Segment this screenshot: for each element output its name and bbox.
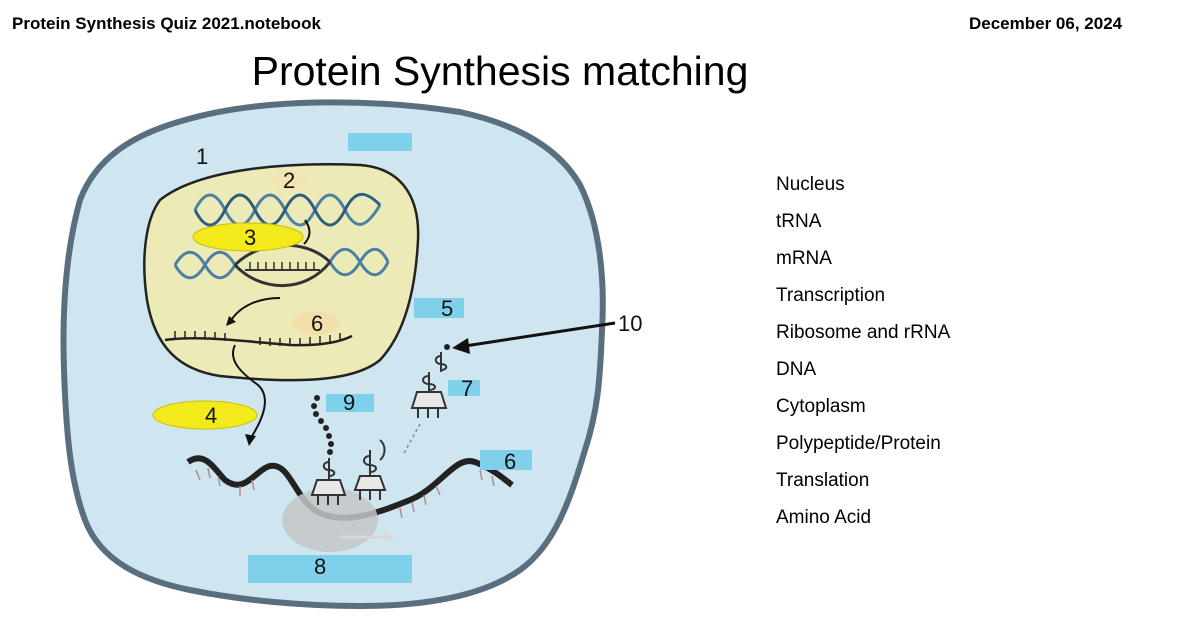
term-polypeptide-protein: Polypeptide/Protein <box>776 433 941 454</box>
label-9-highlight <box>326 394 374 412</box>
rna-strand-in-bubble <box>245 262 320 271</box>
label-6b: 6 <box>504 449 516 474</box>
mrna-export-path <box>232 344 266 437</box>
file-name: Protein Synthesis Quiz 2021.notebook <box>12 14 321 33</box>
nucleus <box>143 163 420 382</box>
label-1: 1 <box>196 144 208 169</box>
label-4-highlight <box>152 400 258 430</box>
label-4: 4 <box>205 403 217 428</box>
arrow-dna-to-bubble <box>303 219 311 245</box>
label-8-highlight <box>248 555 412 583</box>
label-3-highlight <box>192 222 304 252</box>
label-9: 9 <box>343 390 355 415</box>
term-mrna: mRNA <box>776 248 832 269</box>
term-transcription: Transcription <box>776 285 886 306</box>
label-6b-highlight <box>480 450 532 470</box>
term-ribosome-rrna: Ribosome and rRNA <box>776 322 951 343</box>
trna-on-ribosome <box>310 475 387 505</box>
page-title: Protein Synthesis matching <box>251 48 749 94</box>
label-3: 3 <box>244 225 256 250</box>
term-cytoplasm: Cytoplasm <box>776 396 866 417</box>
free-trna <box>410 391 448 418</box>
term-amino-acid: Amino Acid <box>776 507 872 528</box>
label-2-highlight <box>272 170 308 190</box>
dna-helix-lower <box>173 243 390 288</box>
label-7-highlight <box>448 380 480 396</box>
term-translation: Translation <box>776 470 870 491</box>
label-10: 10 <box>618 311 642 336</box>
label-5-highlight <box>414 298 464 318</box>
label-6a: 6 <box>311 311 323 336</box>
term-nucleus: Nucleus <box>776 174 845 195</box>
dna-helix-top <box>193 192 382 227</box>
label-2: 2 <box>283 168 295 193</box>
arrow-bubble-to-mrna <box>229 297 281 323</box>
blank-box-top <box>348 133 412 151</box>
label-8: 8 <box>314 554 326 579</box>
ribosome <box>282 488 378 552</box>
pointer-arrow-10 <box>464 321 616 348</box>
term-list: Nucleus tRNA mRNA Transcription Ribosome… <box>776 174 950 544</box>
page-date: December 06, 2024 <box>969 14 1123 33</box>
amino-acid-dot <box>444 344 450 350</box>
polypeptide-chain <box>311 395 334 455</box>
term-dna: DNA <box>776 359 817 380</box>
term-trna: tRNA <box>776 211 822 232</box>
label-6a-highlight <box>292 311 340 335</box>
label-5: 5 <box>441 296 453 321</box>
label-7: 7 <box>461 376 473 401</box>
